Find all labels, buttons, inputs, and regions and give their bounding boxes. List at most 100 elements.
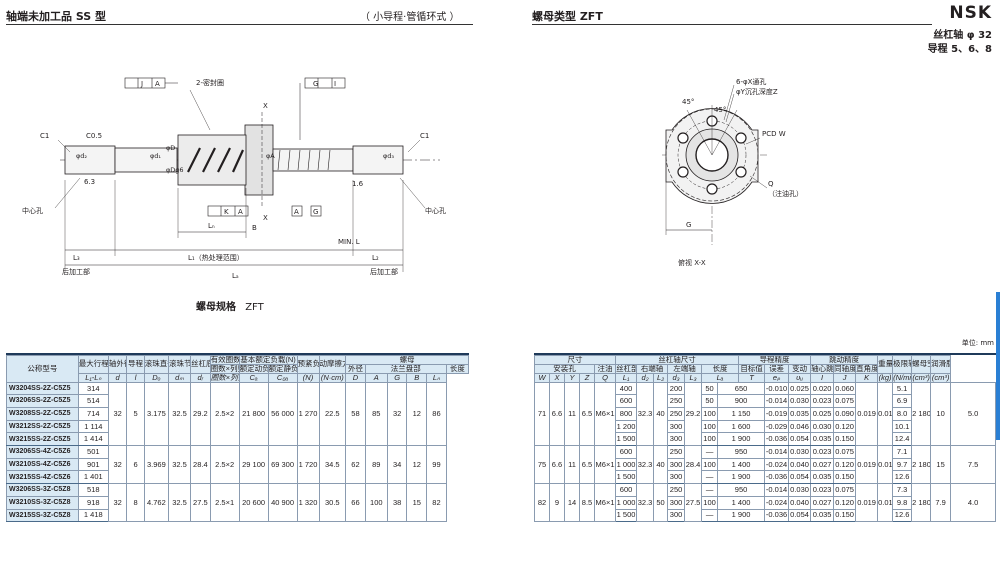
unit-outer: D (345, 372, 366, 383)
brand-logo: NSK (949, 3, 992, 23)
value-pcd: 32.5 (168, 483, 192, 523)
label-phi-d1: φd₁ (150, 152, 161, 160)
max-stroke: 714 (77, 407, 109, 421)
label-c1-left: C1 (40, 132, 49, 140)
value-lube-vol: 7.5 (950, 445, 996, 485)
unit-load_dyn: Cₐ (238, 372, 269, 383)
header-weight: 重量 (877, 355, 894, 374)
value-ep: 0.035 (788, 407, 812, 421)
value-torque: 30.5 (318, 483, 347, 523)
header-row: 公称型号最大行程轴外径导程滚珠直径滚珠节圆直径丝杠底径有效圈数基本额定负载(N)… (6, 355, 469, 383)
max-stroke: 1 418 (77, 508, 109, 523)
value-z: 8.5 (579, 483, 595, 523)
value-l3: 250 (667, 483, 686, 497)
header-coaxial: 同轴度 (833, 363, 857, 374)
value-l1: 800 (615, 407, 638, 421)
value-ep: 0.054 (788, 432, 812, 447)
label-oil-note: （注油孔） (768, 189, 803, 198)
value-v: 0.035 (810, 470, 835, 485)
value-la: 1 150 (717, 407, 766, 421)
max-stroke: 514 (77, 394, 109, 408)
header-load: 基本额定负载(N) (238, 355, 298, 365)
label-center-left: 中心孔 (22, 206, 43, 215)
header-lube-vol: 润滑脂注入量 (930, 355, 952, 374)
value-t: -0.024 (764, 457, 790, 472)
value-l3: 250 (667, 445, 686, 459)
value-l3: 200 (667, 381, 686, 396)
value-ep: 0.054 (788, 470, 812, 485)
value-l1: 1 500 (615, 470, 638, 485)
value-i: 0.075 (833, 394, 857, 408)
value-max-speed: 2 180 (911, 381, 932, 447)
value-preload: 1 720 (296, 445, 320, 485)
value-weight: 12.4 (892, 432, 913, 447)
left-page-subtitle: （ 小导程·管循环式 ） (360, 12, 460, 23)
ball-screw-drawing: C1 C0.5 6.3 1.6 C1 2-密封圈 中心孔 中心孔 MIN. L … (22, 77, 446, 280)
header-ball-dia: 滚珠直径 (143, 355, 170, 374)
unit-kg: (kg) (877, 372, 894, 383)
value-t: -0.014 (764, 394, 790, 408)
left-page-title: 轴端未加工品 SS 型 (6, 10, 107, 23)
unit-l1: L₁ (615, 372, 638, 383)
value-l3-left: 100 (701, 457, 719, 472)
value-weight: 7.1 (892, 445, 913, 459)
header-circuits-sub: 圈数×列数 (209, 363, 240, 374)
value-la: 1 900 (717, 432, 766, 447)
value-weight: 12.6 (892, 508, 913, 523)
max-stroke: 1 401 (77, 470, 109, 485)
value-nut-vol: 7.9 (930, 483, 952, 523)
value-l3: 250 (667, 407, 686, 421)
right-table-top-rule (534, 353, 996, 355)
value-ep: 0.040 (788, 457, 812, 472)
model-code: W3206SS-2Z-C5Z5 (6, 394, 79, 408)
unit-lead: l (126, 372, 145, 383)
value-i: 0.060 (833, 381, 857, 396)
value-k: 0.013 (877, 381, 894, 447)
label-phi-dg6: φDg6 (166, 166, 184, 174)
label-back-right: 后加工部 (370, 267, 398, 276)
header-mount: 安装孔 (534, 363, 595, 374)
value-v: 0.027 (810, 495, 835, 510)
label-la: Lₐ (232, 272, 239, 280)
value-la: 950 (717, 483, 766, 497)
value-y: 11 (564, 381, 580, 447)
value-cstat: 69 300 (267, 445, 298, 485)
value-x: 6.6 (549, 381, 565, 447)
unit-l3: L₃ (684, 372, 703, 383)
header-runout: 跳动精度 (810, 355, 879, 365)
value-q: M6×1 (593, 381, 617, 447)
value-x: 9 (549, 483, 565, 523)
unit-i: I (810, 372, 835, 383)
value-root: 27.5 (190, 483, 211, 523)
value-max-speed: 2 180 (911, 445, 932, 485)
unit-preload: (N) (296, 372, 320, 383)
header-load-stat: 额定静负载C₀ₐ (267, 363, 298, 374)
model-code: W3212SS-2Z-C5Z5 (6, 419, 79, 434)
label-r63: 6.3 (84, 178, 95, 186)
value-i: 0.120 (833, 419, 857, 434)
value-ep: 0.030 (788, 483, 812, 497)
label-c05: C0.5 (86, 132, 102, 140)
value-y: 14 (564, 483, 580, 523)
value-i: 0.120 (833, 495, 857, 510)
value-v: 0.025 (810, 407, 835, 421)
value-ln: 82 (426, 483, 447, 523)
value-l1: 1 500 (615, 432, 638, 447)
value-l1: 1 500 (615, 508, 638, 523)
header-flange: 法兰盘部 (364, 363, 447, 374)
value-torque: 34.5 (318, 445, 347, 485)
value-ball: 3.175 (143, 381, 170, 447)
value-j: 0.019 (855, 445, 879, 485)
value-weight: 6.9 (892, 394, 913, 408)
tolerance-i: I (334, 80, 336, 88)
value-la: 1 900 (717, 470, 766, 485)
value-v: 0.023 (810, 394, 835, 408)
unit-cm3a: (cm³) (911, 372, 932, 383)
header-left-end: 左端轴 (667, 363, 703, 374)
label-pcd: PCD W (762, 130, 786, 138)
value-weight: 8.0 (892, 407, 913, 421)
max-stroke: 918 (77, 495, 109, 510)
